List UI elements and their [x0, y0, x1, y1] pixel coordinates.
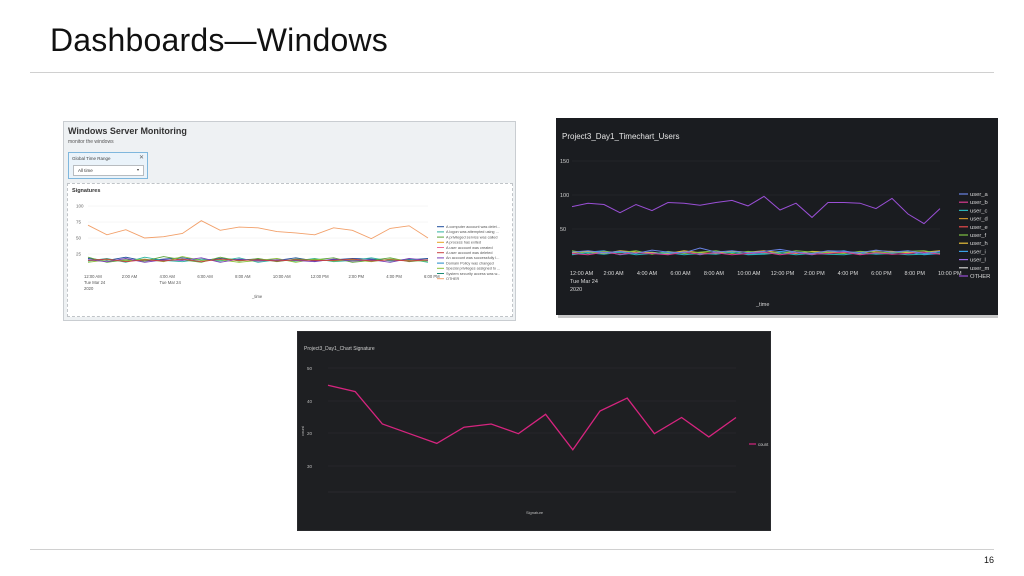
y-tick-label: 100 [76, 204, 84, 209]
global-time-range-filter: Global Time Range ✕ All time ▾ [68, 152, 148, 179]
x-tick-label: 10:00 AM [273, 274, 291, 279]
y-axis-label: count [300, 425, 305, 436]
legend-label: A user account was created [446, 246, 493, 250]
users-timechart: 150 100 50 12:00 AM Tue Mar 24 2020 2:00 AM 4:0… [560, 159, 990, 308]
series-line [87, 256, 429, 263]
users-timechart-panel: Project3_Day1_Timechart_Users 150 100 50 12… [556, 118, 998, 315]
x-tick-label: 2020 [570, 287, 582, 293]
x-tick-label: 2020 [84, 286, 94, 291]
x-tick-label: 4:00 AM [637, 271, 658, 277]
x-axis-label: _time [755, 302, 769, 308]
x-tick-label: 6:00 PM [871, 271, 892, 277]
x-tick-label: 2:00 AM [603, 271, 624, 277]
legend-label: user_a [970, 192, 989, 198]
dashboard-description: monitor the windows [68, 139, 114, 145]
series-line [571, 251, 941, 256]
legend-label: user_d [970, 217, 988, 223]
x-tick-label: Tue Mar 24 [160, 280, 182, 285]
time-range-label: Global Time Range [72, 156, 111, 161]
series-line [327, 384, 737, 451]
series-line [87, 256, 429, 263]
x-tick-label: Tue Mar 24 [84, 280, 106, 285]
chart-title: Project3_Day1_Timechart_Users [562, 132, 680, 141]
legend-label: OTHER [446, 277, 460, 281]
legend-label: user_e [970, 225, 988, 231]
legend-label: System security access was w... [446, 272, 500, 276]
x-tick-label: 8:00 AM [235, 274, 251, 279]
x-tick-label: 12:00 AM [570, 271, 594, 277]
y-tick-label: 75 [76, 220, 82, 225]
series-line [571, 247, 941, 255]
legend-label: Domain Policy was changed [446, 261, 494, 265]
series-line [87, 258, 429, 263]
x-tick-label: 6:00 AM [670, 271, 691, 277]
x-tick-label: 4:00 PM [386, 274, 402, 279]
legend-label: A computer account was delet... [446, 225, 500, 229]
legend-label: Special privileges assigned to ... [446, 267, 500, 271]
y-tick-label: 30 [307, 464, 313, 469]
title-divider [30, 72, 994, 73]
y-tick-label: 100 [560, 193, 569, 199]
windows-server-monitoring-panel: Windows Server Monitoring monitor the wi… [63, 121, 516, 321]
x-tick-label: 4:00 PM [838, 271, 859, 277]
legend-label: user_h [970, 241, 988, 247]
x-tick-label: 12:00 PM [311, 274, 329, 279]
x-tick-label: 6:00 AM [197, 274, 213, 279]
x-axis-label: _time [251, 294, 263, 299]
signature-chart-panel: Project3_Day1_Chart Signature 50 40 20 30 co… [297, 331, 771, 531]
y-tick-label: 25 [76, 252, 82, 257]
x-tick-label: 6:00 PM [424, 274, 440, 279]
series-line [87, 256, 429, 263]
x-tick-label: 8:00 PM [905, 271, 926, 277]
x-tick-label: 12:00 AM [84, 274, 102, 279]
legend-label: user_m [970, 266, 990, 272]
x-tick-label: 4:00 AM [160, 274, 176, 279]
legend-label: OTHER [970, 274, 990, 280]
x-tick-label: 8:00 AM [704, 271, 725, 277]
x-tick-label: 2:00 PM [804, 271, 825, 277]
legend-label: user_f [970, 233, 987, 239]
y-tick-label: 50 [560, 227, 566, 233]
panel-shadow [558, 313, 998, 318]
series-line [87, 257, 429, 263]
chevron-down-icon: ▾ [136, 167, 139, 172]
legend-label: A process has exited [446, 241, 481, 245]
y-tick-label: 150 [560, 159, 569, 165]
y-tick-label: 50 [76, 236, 82, 241]
legend-label: user_c [970, 208, 988, 214]
x-tick-label: 2:00 PM [348, 274, 364, 279]
legend-label: A logon was attempted using ... [446, 230, 499, 234]
legend-label: count [758, 442, 769, 447]
series-line [87, 220, 429, 240]
x-tick-label: 12:00 PM [771, 271, 795, 277]
footer-divider [30, 549, 994, 550]
y-tick-label: 50 [307, 366, 313, 371]
legend-label: user_i [970, 249, 986, 255]
time-range-value: All time [78, 168, 93, 173]
legend-label: user_l [970, 258, 986, 264]
x-tick-label: 10:00 PM [938, 271, 962, 277]
series-line [571, 195, 941, 225]
y-tick-label: 20 [307, 431, 313, 436]
y-tick-label: 40 [307, 399, 313, 404]
slide-title: Dashboards—Windows [50, 22, 388, 58]
chart-title: Project3_Day1_Chart Signature [304, 346, 375, 352]
chart-title: Signatures [72, 188, 101, 194]
legend-label: An account was successfully l... [446, 256, 499, 260]
x-tick-label: Tue Mar 24 [570, 279, 598, 285]
x-tick-label: 10:00 AM [737, 271, 761, 277]
page-number: 16 [983, 555, 994, 565]
time-range-select[interactable]: All time ▾ [73, 165, 144, 176]
close-icon[interactable]: ✕ [138, 155, 144, 161]
dashboard-title: Windows Server Monitoring [68, 126, 187, 136]
x-axis-label: Signature [526, 510, 544, 515]
legend-label: user_b [970, 200, 988, 206]
legend-label: A privileged service was called [446, 235, 498, 239]
legend-label: A user account was deleted [446, 251, 492, 255]
x-tick-label: 2:00 AM [122, 274, 138, 279]
